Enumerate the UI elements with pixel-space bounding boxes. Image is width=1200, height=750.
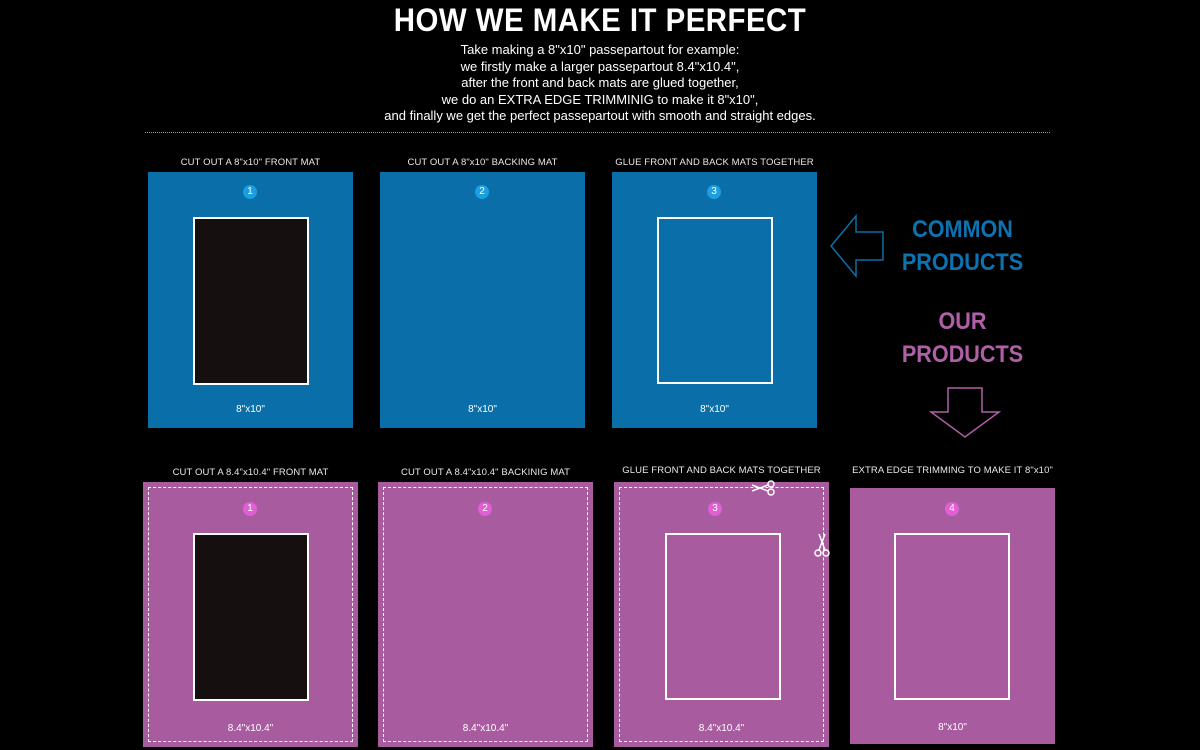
scissors-icon — [814, 533, 830, 557]
common-step-2-label: CUT OUT A 8"x10" BACKING MAT — [407, 157, 558, 168]
trim-guide-dashed-border — [383, 487, 588, 742]
step-number-badge: 2 — [475, 185, 489, 199]
common-step-2-panel: 2 8"x10" — [380, 172, 585, 428]
common-products-label: COMMON PRODUCTS — [893, 213, 1033, 279]
intro-line: Take making a 8"x10" passepartout for ex… — [460, 42, 740, 57]
our-products-label: OUR PRODUCTS — [893, 305, 1033, 371]
our-products-label-line2: PRODUCTS — [901, 341, 1024, 368]
mat-window-opening — [657, 217, 773, 384]
our-step-1-panel: 1 8.4"x10.4" — [143, 482, 358, 747]
mat-size-label: 8.4"x10.4" — [698, 723, 745, 734]
step-number-badge: 1 — [243, 502, 257, 516]
dotted-divider — [145, 132, 1050, 133]
step-number-badge: 4 — [945, 502, 959, 516]
our-step-3-label: GLUE FRONT AND BACK MATS TOGETHER — [622, 465, 821, 476]
mat-size-label: 8"x10" — [468, 404, 497, 415]
step-number-badge: 2 — [478, 502, 492, 516]
our-step-4-panel: 4 8"x10" — [850, 488, 1055, 744]
mat-window-opening — [193, 533, 309, 701]
our-step-1-label: CUT OUT A 8.4"x10.4" FRONT MAT — [172, 467, 329, 478]
mat-size-label: 8"x10" — [938, 722, 967, 733]
intro-line: we firstly make a larger passepartout 8.… — [460, 58, 740, 74]
step-number-badge: 3 — [708, 502, 722, 516]
common-step-3-panel: 3 8"x10" — [612, 172, 817, 428]
trim-guide-dashed-border — [148, 487, 353, 742]
common-step-3-label: GLUE FRONT AND BACK MATS TOGETHER — [615, 157, 814, 168]
mat-size-label: 8.4"x10.4" — [227, 723, 274, 734]
mat-window-opening — [894, 533, 1010, 700]
our-step-2-label: CUT OUT A 8.4"x10.4" BACKINIG MAT — [401, 467, 570, 478]
mat-size-label: 8.4"x10.4" — [462, 723, 509, 734]
step-number-badge: 1 — [243, 185, 257, 199]
mat-window-opening — [665, 533, 781, 700]
intro-line: we do an EXTRA EDGE TRIMMINIG to make it… — [441, 91, 759, 107]
intro-text: Take making a 8"x10" passepartout for ex… — [0, 42, 1200, 125]
intro-line: after the front and back mats are glued … — [461, 75, 739, 90]
trim-guide-dashed-border — [619, 487, 824, 742]
mat-size-label: 8"x10" — [700, 404, 729, 415]
our-step-3-panel: 3 8.4"x10.4" — [614, 482, 829, 747]
common-products-label-line1: COMMON — [912, 216, 1013, 243]
our-step-2-panel: 2 8.4"x10.4" — [378, 482, 593, 747]
intro-line: and finally we get the perfect passepart… — [384, 108, 816, 123]
common-step-1-label: CUT OUT A 8"x10" FRONT MAT — [180, 157, 321, 168]
arrow-left-outline-icon — [830, 213, 884, 279]
mat-size-label: 8"x10" — [236, 404, 265, 415]
arrow-down-outline-icon — [928, 387, 1002, 438]
step-number-badge: 3 — [707, 185, 721, 199]
our-step-4-label: EXTRA EDGE TRIMMING TO MAKE IT 8"x10" — [852, 465, 1053, 476]
mat-window-opening — [193, 217, 309, 385]
page-title: HOW WE MAKE IT PERFECT — [393, 2, 807, 38]
common-step-1-panel: 1 8"x10" — [148, 172, 353, 428]
common-products-label-line2: PRODUCTS — [901, 249, 1024, 276]
our-products-label-line1: OUR — [938, 308, 987, 335]
scissors-icon — [751, 480, 775, 496]
